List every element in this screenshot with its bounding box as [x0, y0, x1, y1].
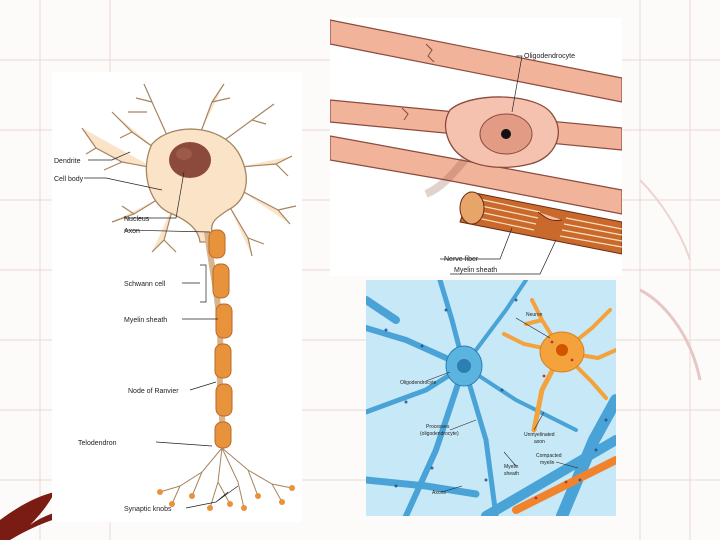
label-myelin-sheath: Myelin sheath: [124, 317, 167, 324]
label-axons: Axons: [432, 490, 446, 496]
synaptic-knobs: [157, 485, 295, 511]
oligodendrocyte-diagram-panel: Oligodendrocyte Nerve fiber Myelin sheat…: [330, 18, 622, 276]
label-unmyelinated-sub: axon: [534, 439, 545, 445]
label-oligodendrocyte: Oligodendrocyte: [524, 53, 575, 60]
compacted-myelin: [512, 456, 616, 514]
label-compacted-sub: myelin: [540, 460, 555, 466]
label-node-of-ranvier: Node of Ranvier: [128, 388, 179, 395]
label-nucleus: Nucleus: [124, 216, 150, 223]
label-myelin: Myelin: [504, 464, 519, 470]
dendrites: [81, 83, 297, 257]
label-myelin-sheath-oligo: Myelin sheath: [454, 267, 497, 274]
glial-network-panel: Neuron Oligodendrocyte Processes (oligod…: [366, 280, 616, 516]
label-dendrite: Dendrite: [54, 158, 81, 165]
telodendron: [159, 447, 293, 509]
label-telodendron: Telodendron: [78, 440, 117, 447]
label-neuron: Neuron: [526, 312, 543, 318]
label-unmyelinated: Unmyelinated: [524, 432, 555, 438]
oligodendrocyte-processes: [366, 280, 616, 516]
label-processes-sub: (oligodendrocyte): [420, 431, 459, 437]
label-schwann-cell: Schwann cell: [124, 281, 166, 288]
label-oligodendrocyte-glia: Oligodendrocyte: [400, 380, 437, 386]
nucleus: [169, 142, 211, 178]
label-cell-body: Cell body: [54, 176, 84, 183]
label-synaptic-knobs: Synaptic knobs: [124, 506, 172, 513]
label-nerve-fiber: Nerve fiber: [444, 256, 479, 263]
label-myelin-sub: sheath: [504, 471, 519, 477]
label-axon: Axon: [124, 228, 140, 235]
label-processes: Processes: [426, 424, 450, 430]
label-compacted: Compacted: [536, 453, 562, 459]
myelin-sheath-segments: [208, 229, 233, 449]
neuron-diagram-panel: Dendrite Cell body Nucleus Axon Schwann …: [52, 72, 302, 522]
